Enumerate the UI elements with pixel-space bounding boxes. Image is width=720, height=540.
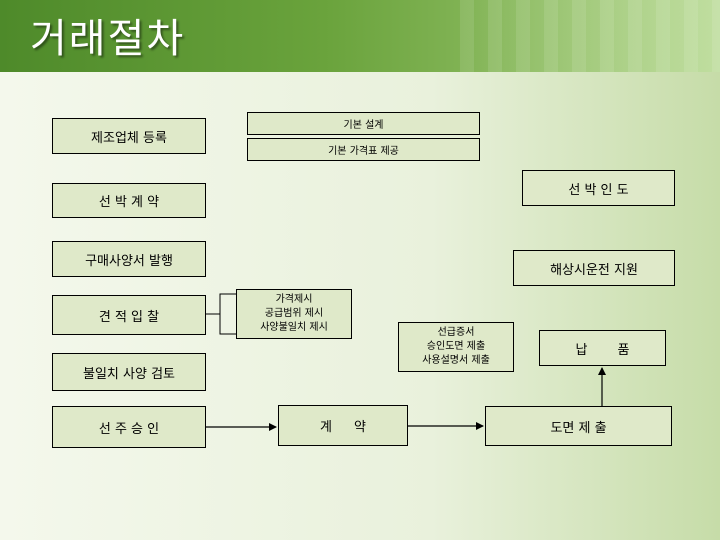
label-purchase-spec-issue: 구매사양서 발행	[85, 253, 173, 269]
box-purchase-spec-issue: 구매사양서 발행	[52, 241, 206, 277]
box-quotation-details: 가격제시 공급범위 제시 사양불일치 제시	[236, 289, 352, 339]
header-banner: 거래절차	[0, 0, 720, 72]
label-mismatch-spec-review: 불일치 사양 검토	[83, 366, 175, 382]
quotation-detail-item: 공급범위 제시	[264, 308, 324, 319]
page-title: 거래절차	[30, 16, 186, 62]
label-contract: 계 약	[319, 420, 367, 435]
box-quotation-bid: 견 적 입 찰	[52, 295, 206, 335]
approval-doc-item: 승인도면 제출	[426, 341, 486, 352]
approval-doc-item: 사용설명서 제출	[422, 355, 490, 366]
label-manufacturer-registration: 제조업체 등록	[91, 130, 167, 146]
box-supplier-approval: 선 주 승 인	[52, 406, 206, 448]
label-quotation-bid: 견 적 입 찰	[98, 309, 160, 325]
box-ship-contract: 선 박 계 약	[52, 183, 206, 218]
box-contract: 계 약	[278, 405, 408, 446]
box-sea-trial-support: 해상시운전 지원	[513, 250, 675, 286]
box-basic-design: 기본 설계	[247, 112, 480, 135]
box-manufacturer-registration: 제조업체 등록	[52, 118, 206, 154]
label-ship-delivery: 선 박 인 도	[568, 182, 629, 198]
box-basic-price-list: 기본 가격표 제공	[247, 138, 480, 161]
label-drawing-submission: 도면 제 출	[550, 420, 607, 436]
label-basic-design: 기본 설계	[343, 120, 384, 131]
box-approval-docs: 선급증서 승인도면 제출 사용설명서 제출	[398, 322, 514, 372]
label-supplier-approval: 선 주 승 인	[98, 421, 160, 437]
quotation-detail-item: 가격제시	[275, 294, 313, 305]
box-drawing-submission: 도면 제 출	[485, 406, 672, 446]
box-ship-delivery: 선 박 인 도	[522, 170, 675, 206]
label-ship-contract: 선 박 계 약	[98, 195, 160, 210]
box-delivery: 납 품	[539, 330, 666, 366]
quotation-detail-item: 사양불일치 제시	[260, 322, 328, 333]
approval-doc-item: 선급증서	[437, 327, 475, 338]
bracket-quotation-details	[219, 293, 236, 335]
box-mismatch-spec-review: 불일치 사양 검토	[52, 353, 206, 391]
header-decoration	[460, 0, 720, 72]
label-basic-price-list: 기본 가격표 제공	[328, 146, 399, 157]
label-sea-trial-support: 해상시운전 지원	[550, 262, 638, 278]
label-delivery: 납 품	[575, 342, 630, 358]
